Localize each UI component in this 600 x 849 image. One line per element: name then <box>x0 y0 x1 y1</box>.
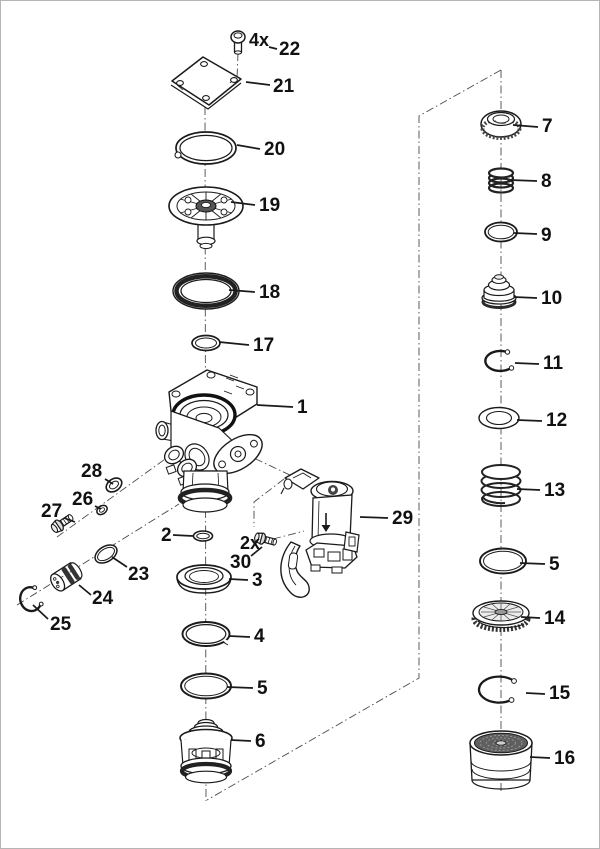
callout-12: 12 <box>546 410 567 431</box>
part-11-snap-ring-small <box>484 349 515 373</box>
part-12-washer <box>478 406 520 430</box>
part-5-o-ring-right <box>479 547 527 575</box>
part-10-plug <box>481 274 517 309</box>
callout-14: 14 <box>544 608 566 629</box>
part-22-screw <box>230 30 246 55</box>
callout-13: 13 <box>544 480 565 501</box>
callout-15: 15 <box>549 683 571 704</box>
callout-22: 22 <box>279 39 300 60</box>
callout-17: 17 <box>253 335 274 356</box>
part-20-gasket <box>174 131 237 165</box>
callout-18: 18 <box>259 282 280 303</box>
callout-1: 1 <box>297 397 308 418</box>
callout-30: 30 <box>230 552 251 573</box>
part-9-o-ring-small <box>484 221 518 243</box>
callout-19: 19 <box>259 195 280 216</box>
part-4-ring <box>181 621 231 647</box>
part-26-ring <box>96 504 108 516</box>
callout-22-qty: 4x <box>249 30 269 50</box>
part-6-check-valve-cartridge <box>179 718 233 784</box>
part-14-knurled-ring <box>471 600 531 632</box>
part-2-ring <box>192 530 214 542</box>
callout-6: 6 <box>255 731 266 752</box>
callout-7: 7 <box>542 116 553 137</box>
part-21-cover-plate <box>170 56 242 110</box>
callout-21: 21 <box>273 76 295 97</box>
callout-5-left: 5 <box>257 678 268 699</box>
callout-9: 9 <box>541 225 552 246</box>
callout-8: 8 <box>541 171 552 192</box>
callout-2: 2 <box>161 525 172 546</box>
callout-3: 3 <box>252 570 263 591</box>
callout-16: 16 <box>554 748 575 769</box>
part-29-solenoid-valve <box>280 468 360 598</box>
part-18-o-ring <box>172 272 240 310</box>
callout-20: 20 <box>264 139 285 160</box>
callout-23: 23 <box>128 564 149 585</box>
part-13-spring <box>480 464 522 507</box>
part-16-strainer <box>469 730 533 790</box>
leader-lines <box>32 46 551 759</box>
part-25-snap-ring <box>19 585 44 613</box>
part-8-spring-small <box>487 167 515 194</box>
flow-arrow-icon <box>321 513 331 532</box>
callout-10: 10 <box>541 288 562 309</box>
part-24-piston <box>50 561 83 592</box>
part-7-cap-nut <box>480 110 522 140</box>
part-23-ring <box>94 544 118 564</box>
callout-27: 27 <box>41 501 62 522</box>
callout-labels: 4x 22 21 20 19 18 17 1 28 26 27 2 23 24 … <box>41 30 575 769</box>
callout-28: 28 <box>81 461 102 482</box>
callout-26: 26 <box>72 489 93 510</box>
part-5-o-ring-left <box>180 672 232 700</box>
callout-4: 4 <box>254 626 265 647</box>
callout-30-qty: 2x <box>240 533 260 553</box>
callout-11: 11 <box>543 353 564 374</box>
callout-24: 24 <box>92 588 114 609</box>
part-1-valve-body <box>155 369 263 513</box>
callout-29: 29 <box>392 508 413 529</box>
part-15-snap-ring <box>477 675 517 704</box>
callout-5-right: 5 <box>549 554 560 575</box>
part-19-valve-insert <box>168 186 244 250</box>
part-28-seal-ring <box>105 477 123 493</box>
part-3-seal-cup <box>176 564 232 594</box>
part-17-ring <box>191 334 221 352</box>
part-30-screw <box>254 532 277 546</box>
callout-25: 25 <box>50 614 72 635</box>
